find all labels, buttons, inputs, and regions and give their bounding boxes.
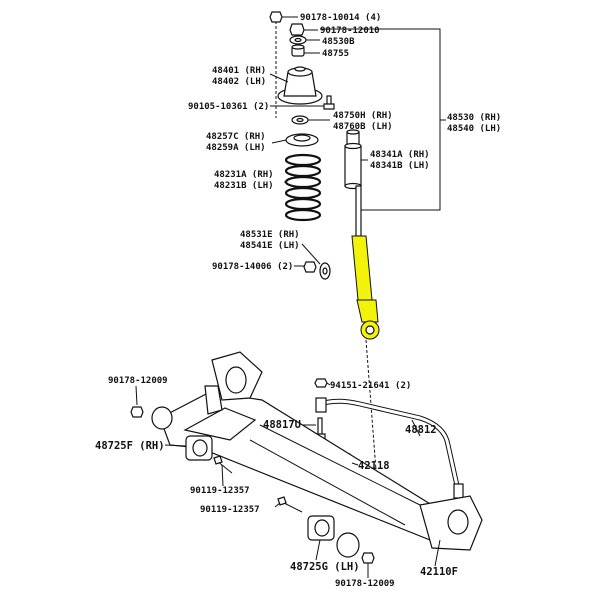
nut-90178-12009-lower[interactable] (361, 552, 375, 564)
bushing-48725G-lh[interactable] (307, 515, 360, 558)
label-48750H: 48750H (RH) (333, 111, 393, 121)
bump-stopper-48341A[interactable] (346, 129, 360, 145)
bushing-48725F-rh[interactable] (151, 406, 213, 461)
label-48231A: 48231A (RH) (214, 170, 274, 180)
label-48259A: 48259A (LH) (206, 143, 266, 153)
label-90178-14006: 90178-14006 (2) (212, 262, 293, 272)
label-42118: 42118 (358, 460, 390, 472)
label-90178-12009-upper: 90178-12009 (108, 376, 168, 386)
label-48402: 48402 (LH) (212, 77, 266, 87)
label-48725F: 48725F (RH) (95, 440, 165, 452)
cushion-48530B[interactable] (289, 35, 307, 45)
top-nut-90178-12010[interactable] (289, 23, 305, 36)
label-48812: 48812 (405, 424, 437, 436)
rear-axle-beam-42110F[interactable] (159, 351, 483, 551)
spring-insulator-48257C[interactable] (285, 133, 319, 147)
label-90119-12357-lower: 90119-12357 (200, 505, 260, 515)
label-90178-12009-lower: 90178-12009 (335, 579, 395, 589)
bolt-90119-12357-upper[interactable] (213, 455, 233, 474)
label-48341B: 48341B (LH) (370, 161, 430, 171)
cushion-48755[interactable] (291, 44, 305, 57)
dust-boot-48341A[interactable] (344, 142, 362, 190)
label-90178-10014: 90178-10014 (4) (300, 13, 381, 23)
label-48540: 48540 (LH) (447, 124, 501, 134)
coil-spring-48231A[interactable] (284, 153, 322, 222)
label-90119-12357-upper: 90119-12357 (190, 486, 250, 496)
shock-absorber-48530[interactable] (351, 185, 380, 340)
label-48755: 48755 (322, 49, 349, 59)
label-48530: 48530 (RH) (447, 113, 501, 123)
leader-lines (135, 16, 441, 578)
label-90105-10361: 90105-10361 (2) (188, 102, 269, 112)
label-48817U: 48817U (263, 419, 301, 431)
label-94151-21641: 94151-21641 (2) (330, 381, 411, 391)
label-42110F: 42110F (420, 566, 458, 578)
nut-90178-12009-upper[interactable] (130, 406, 144, 418)
label-48541E: 48541E (LH) (240, 241, 300, 251)
label-48341A: 48341A (RH) (370, 150, 430, 160)
label-48531E: 48531E (RH) (240, 230, 300, 240)
label-48257C: 48257C (RH) (206, 132, 266, 142)
top-nut-90178-10014[interactable] (269, 11, 283, 23)
stabilizer-bushing-94151[interactable] (315, 397, 327, 413)
label-48530B: 48530B (322, 37, 355, 47)
strut-mount-48401[interactable] (277, 66, 323, 105)
label-48231B: 48231B (LH) (214, 181, 274, 191)
label-48725G: 48725G (LH) (290, 561, 360, 573)
label-48401: 48401 (RH) (212, 66, 266, 76)
bolt-90105-10361[interactable] (323, 95, 335, 110)
washer-48750H[interactable] (291, 115, 309, 125)
label-48760B: 48760B (LH) (333, 122, 393, 132)
washer-48531E[interactable] (319, 262, 331, 280)
bolt-head-94151-marker[interactable] (314, 378, 328, 388)
nut-90178-14006[interactable] (303, 261, 317, 273)
label-90178-12010: 90178-12010 (320, 26, 380, 36)
